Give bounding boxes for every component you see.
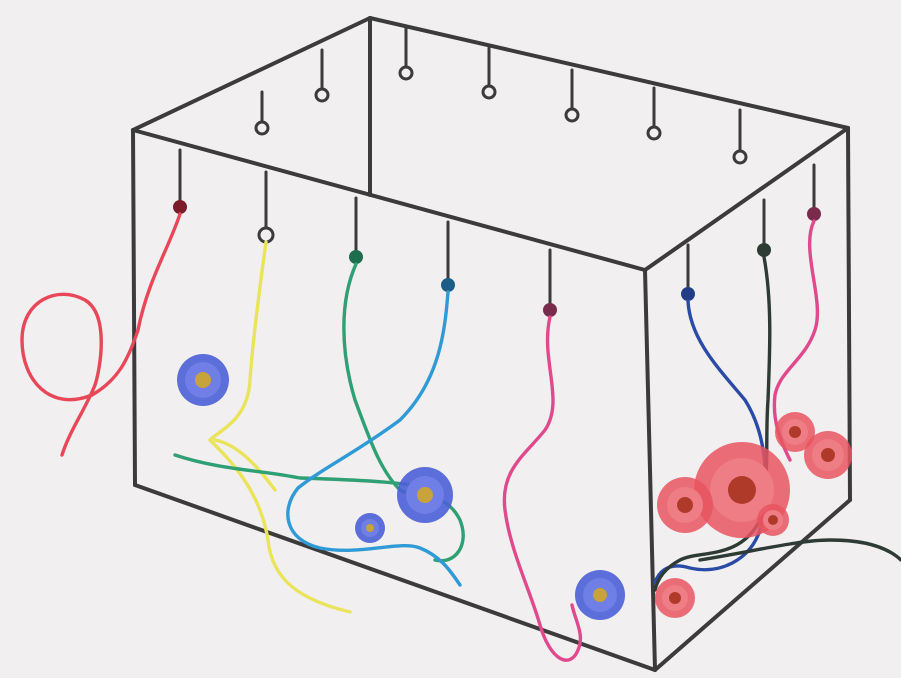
pink-string [504, 317, 580, 660]
front-hook [543, 250, 557, 317]
red-flower [655, 578, 695, 618]
right-hook [681, 245, 695, 301]
right-hook [757, 200, 771, 257]
back-hook [483, 48, 495, 98]
front-hook [441, 222, 455, 292]
right-hook [807, 165, 821, 221]
red-flower [804, 431, 852, 479]
back-hook [566, 70, 578, 121]
front-hook [173, 150, 187, 214]
back-hook [316, 50, 328, 101]
blue-flower [177, 354, 229, 406]
front-hooks [173, 150, 557, 317]
right-hooks [681, 165, 821, 301]
back-hook [256, 92, 268, 134]
blue-flower [397, 467, 453, 523]
red-flower [657, 477, 713, 533]
strings [22, 214, 901, 660]
red-string [22, 214, 180, 455]
front-hook [349, 198, 363, 264]
blue-flower [575, 570, 625, 620]
red-flower [757, 504, 789, 536]
yellow-string [210, 242, 350, 612]
navy-string [655, 301, 765, 582]
blue-flower [355, 513, 385, 543]
back-hook [734, 110, 746, 163]
box-frame [133, 18, 850, 670]
front-hook [259, 172, 273, 242]
red-flowers [655, 412, 852, 618]
back-hook [400, 28, 412, 79]
back-hook [648, 88, 660, 139]
